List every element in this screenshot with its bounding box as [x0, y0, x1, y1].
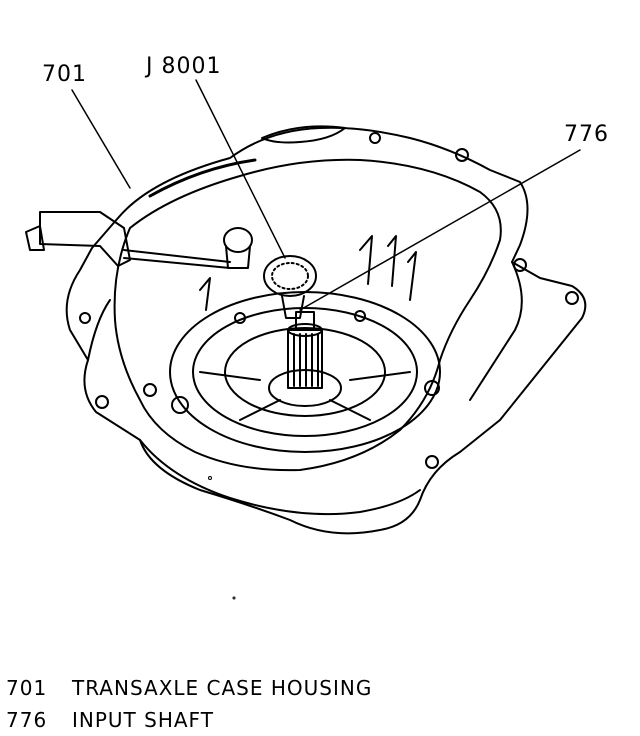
fin	[199, 277, 211, 311]
tool-head-inner	[271, 262, 309, 290]
callout-j8001: J 8001	[146, 54, 222, 79]
housing-fins	[199, 235, 417, 311]
dot-mark	[232, 596, 236, 600]
shaft-pilot	[295, 311, 315, 331]
legend-description: TRANSAXLE CASE HOUSING	[72, 676, 373, 700]
case-inner-rim	[113, 158, 502, 472]
outer-race	[169, 291, 441, 453]
bearing-assembly	[169, 291, 441, 453]
fin	[387, 235, 397, 287]
transaxle-case-housing	[65, 125, 587, 535]
case-lower-skirt	[139, 439, 421, 516]
spoke	[329, 399, 371, 421]
fin	[407, 251, 417, 301]
bolt-hole	[95, 395, 109, 409]
bolt-hole	[455, 148, 469, 162]
input-shaft	[268, 311, 342, 407]
mounting-bosses	[79, 132, 579, 469]
case-outer-outline	[65, 126, 587, 535]
tool-stem	[281, 295, 305, 319]
bolt-hole	[171, 396, 189, 414]
case-lip	[261, 125, 346, 144]
callout-776: 776	[564, 122, 609, 147]
legend-number: 701	[6, 676, 48, 700]
case-top-ridge	[148, 158, 257, 198]
legend-row-776: 776 INPUT SHAFT	[6, 710, 214, 730]
bolt-hole	[79, 312, 91, 324]
vent-cap	[223, 227, 253, 269]
tool-j8001	[263, 255, 317, 319]
legend-row-701: 701 TRANSAXLE CASE HOUSING	[6, 678, 372, 698]
shaft-top	[287, 323, 323, 337]
lever-clip	[25, 225, 45, 251]
lever-bracket	[39, 211, 131, 267]
dot-mark	[208, 476, 212, 480]
bolt-hole	[425, 455, 439, 469]
bolt-hole	[424, 380, 440, 396]
bolt-hole	[513, 258, 527, 272]
middle-race	[192, 307, 418, 437]
vent-cap-body	[225, 245, 251, 269]
spoke	[349, 371, 411, 381]
case-right-flange	[469, 261, 523, 401]
inner-race	[224, 327, 386, 417]
bolt-hole	[369, 132, 381, 144]
legend-description: INPUT SHAFT	[72, 708, 214, 732]
legend-number: 776	[6, 708, 48, 732]
spoke	[199, 371, 261, 381]
fin	[359, 235, 373, 285]
leader-line-j8001	[195, 79, 286, 259]
tool-head	[263, 255, 317, 297]
lever-rod-lower	[123, 257, 231, 269]
vent-cap-top	[223, 227, 253, 253]
bolt-hole	[354, 310, 366, 322]
case-left-flange	[87, 299, 111, 361]
lever-rod	[123, 249, 231, 263]
transaxle-diagram	[25, 79, 587, 600]
shift-lever	[25, 211, 231, 269]
spoke	[239, 399, 281, 421]
callout-701: 701	[42, 62, 87, 87]
leader-lines	[71, 79, 581, 311]
leader-line-776	[299, 149, 581, 311]
detail-marks	[208, 476, 236, 600]
leader-line-701	[71, 89, 131, 189]
bolt-hole	[143, 383, 157, 397]
bolt-hole	[565, 291, 579, 305]
